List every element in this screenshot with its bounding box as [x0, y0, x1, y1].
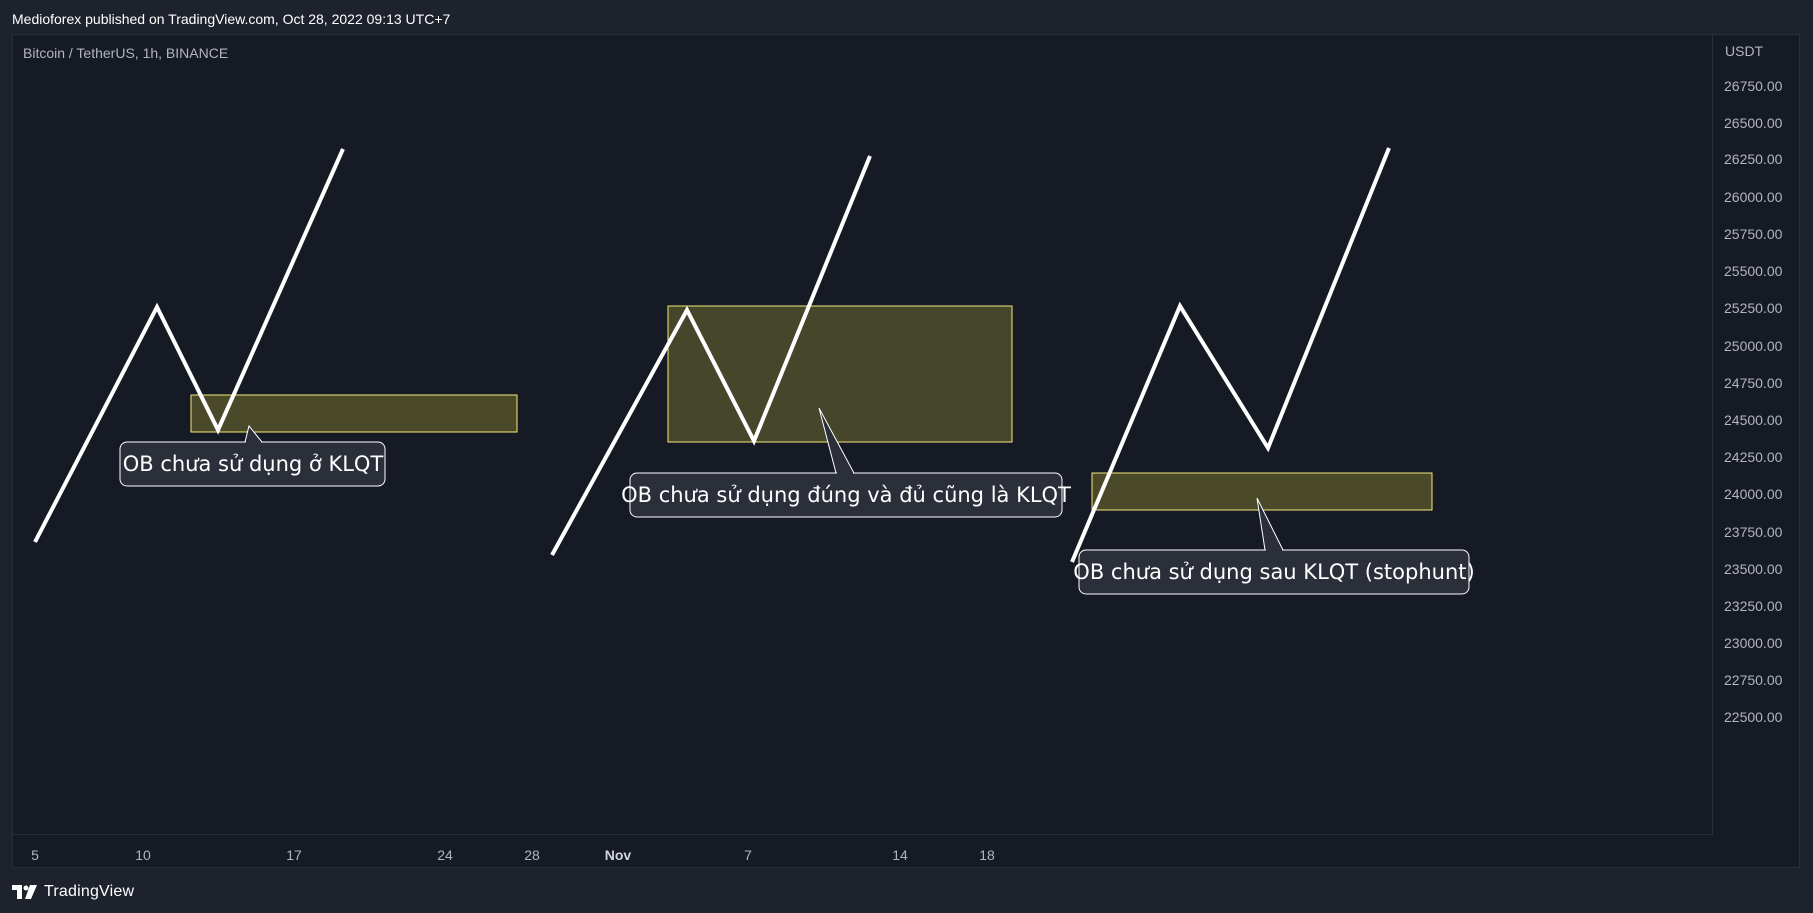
callout-2-text: OB chưa sử dụng đúng và đủ cũng là KLQT — [621, 483, 1071, 507]
price-tick: 22750.00 — [1724, 672, 1783, 688]
time-tick-month: Nov — [604, 847, 632, 863]
time-tick: 10 — [135, 847, 151, 863]
time-tick: 18 — [979, 847, 995, 863]
chart-plot-area[interactable]: Bitcoin / TetherUS, 1h, BINANCE OB chưa … — [13, 35, 1713, 835]
price-tick: 24500.00 — [1724, 412, 1783, 428]
price-tick: 24000.00 — [1724, 486, 1783, 502]
price-tick: 23000.00 — [1724, 635, 1783, 651]
time-tick: 28 — [524, 847, 540, 863]
price-tick: 23500.00 — [1724, 561, 1783, 577]
publish-header: Medioforex published on TradingView.com,… — [0, 0, 1813, 34]
price-tick: 23750.00 — [1724, 524, 1783, 540]
currency-label[interactable]: USDT — [1725, 43, 1764, 59]
price-tick: 24750.00 — [1724, 375, 1783, 391]
symbol-label[interactable]: Bitcoin / TetherUS, 1h, BINANCE — [23, 45, 229, 61]
time-tick: 17 — [286, 847, 302, 863]
callout-2[interactable]: OB chưa sử dụng đúng và đủ cũng là KLQT — [621, 407, 1071, 518]
price-path-3[interactable] — [1070, 147, 1391, 563]
time-tick: 14 — [892, 847, 908, 863]
tradingview-logo-icon — [12, 885, 37, 899]
price-tick: 26250.00 — [1724, 151, 1783, 167]
price-tick: 26750.00 — [1724, 78, 1783, 94]
order-block-zone-3[interactable] — [1091, 472, 1433, 511]
price-tick: 26500.00 — [1724, 115, 1783, 131]
footer-brand[interactable]: TradingView — [12, 880, 134, 904]
price-tick: 25750.00 — [1724, 226, 1783, 242]
order-block-zone-2[interactable] — [667, 305, 1013, 443]
price-scale[interactable]: 26750.00 26500.00 26250.00 26000.00 2575… — [1713, 35, 1801, 835]
brand-name: TradingView — [44, 883, 135, 900]
price-path-1[interactable] — [33, 148, 345, 543]
publisher-text: Medioforex published on TradingView.com,… — [12, 11, 451, 27]
price-tick: 25000.00 — [1724, 338, 1783, 354]
time-tick: 5 — [31, 847, 39, 863]
price-path-2[interactable] — [550, 155, 872, 556]
callout-3-text: OB chưa sử dụng sau KLQT (stophunt) — [1073, 560, 1474, 584]
callout-1[interactable]: OB chưa sử dụng ở KLQT — [119, 424, 386, 487]
price-tick: 23250.00 — [1724, 598, 1783, 614]
callout-1-text: OB chưa sử dụng ở KLQT — [123, 452, 384, 476]
chart-frame[interactable]: Bitcoin / TetherUS, 1h, BINANCE OB chưa … — [12, 34, 1800, 868]
price-tick: 22500.00 — [1724, 709, 1783, 725]
time-tick: 7 — [744, 847, 752, 863]
price-tick: 25250.00 — [1724, 300, 1783, 316]
callout-3[interactable]: OB chưa sử dụng sau KLQT (stophunt) — [1073, 497, 1475, 595]
time-tick: 24 — [437, 847, 453, 863]
order-block-zone-1[interactable] — [190, 394, 518, 433]
price-tick: 24250.00 — [1724, 449, 1783, 465]
chart-drawings[interactable]: OB chưa sử dụng ở KLQT OB chưa sử dụng đ… — [13, 35, 1713, 835]
price-tick: 26000.00 — [1724, 189, 1783, 205]
price-tick: 25500.00 — [1724, 263, 1783, 279]
